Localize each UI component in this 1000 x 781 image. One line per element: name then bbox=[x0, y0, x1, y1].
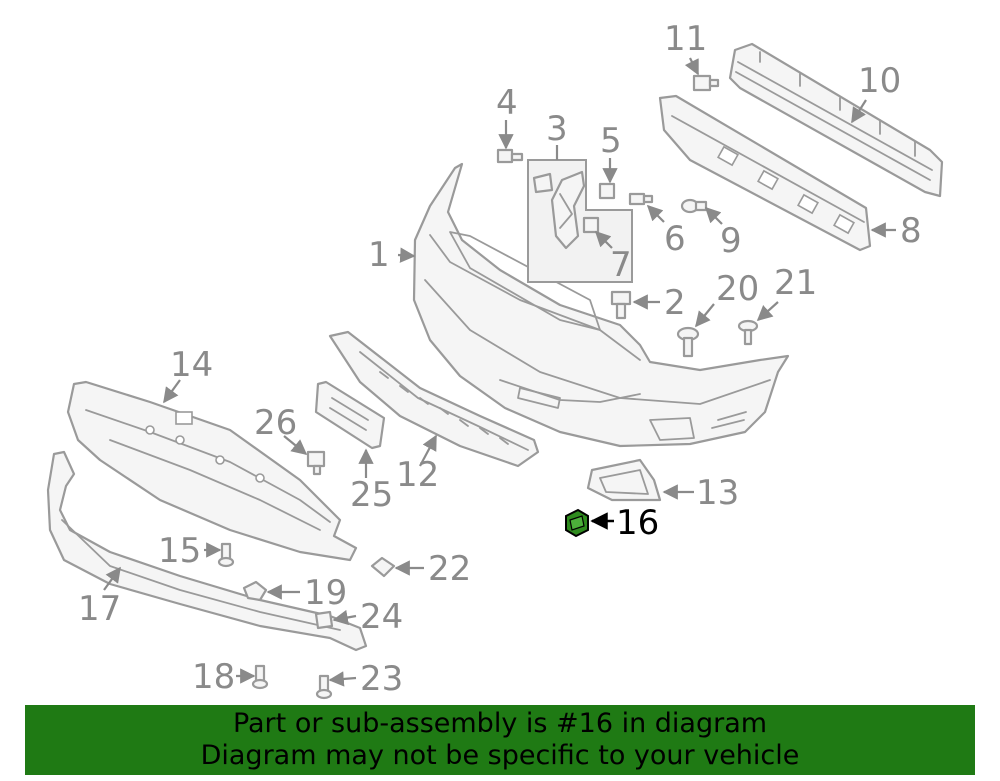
part-14-splash-shield[interactable] bbox=[66, 380, 358, 562]
callout-21: 21 bbox=[774, 263, 817, 303]
callout-11: 11 bbox=[664, 19, 707, 59]
callout-13: 13 bbox=[696, 473, 739, 513]
fastener-26-bolt[interactable] bbox=[306, 450, 326, 476]
callout-17: 17 bbox=[78, 589, 121, 629]
part-16-highlighted-clip[interactable] bbox=[565, 508, 589, 538]
leader-lines bbox=[103, 57, 896, 687]
callout-14: 14 bbox=[170, 345, 213, 385]
callout-12: 12 bbox=[396, 455, 439, 495]
part-8-energy-absorber[interactable] bbox=[658, 94, 872, 252]
callout-15: 15 bbox=[158, 531, 201, 571]
callout-2: 2 bbox=[664, 283, 686, 323]
callout-1: 1 bbox=[368, 235, 390, 275]
fastener-4-screw[interactable] bbox=[496, 148, 524, 164]
part-12-lower-grille[interactable] bbox=[328, 330, 540, 468]
callout-22: 22 bbox=[428, 549, 471, 589]
fastener-5-clip[interactable] bbox=[598, 182, 616, 200]
fastener-2-bolt[interactable] bbox=[610, 290, 632, 320]
callout-10: 10 bbox=[858, 61, 901, 101]
fastener-19-clip[interactable] bbox=[242, 580, 268, 602]
info-banner: Part or sub-assembly is #16 in diagram D… bbox=[25, 705, 975, 775]
callout-26: 26 bbox=[254, 403, 297, 443]
callout-3: 3 bbox=[546, 109, 568, 149]
callout-23: 23 bbox=[360, 659, 403, 699]
callout-25: 25 bbox=[350, 475, 393, 515]
fastener-18-screw[interactable] bbox=[251, 664, 269, 690]
fastener-15-screw[interactable] bbox=[217, 542, 235, 568]
fastener-23-screw[interactable] bbox=[315, 674, 333, 700]
part-1-bumper-cover[interactable] bbox=[412, 162, 790, 448]
fastener-22-nut[interactable] bbox=[370, 556, 396, 578]
fastener-20-pushpin[interactable] bbox=[676, 326, 700, 358]
callout-6: 6 bbox=[664, 219, 686, 259]
fastener-7-nut[interactable] bbox=[582, 216, 600, 234]
callout-8: 8 bbox=[900, 211, 922, 251]
callout-labels: 1 2 3 4 5 6 7 8 9 10 11 12 13 14 15 16 1… bbox=[78, 19, 922, 699]
callout-24: 24 bbox=[360, 597, 403, 637]
banner-line-part-number: Part or sub-assembly is #16 in diagram bbox=[232, 708, 768, 739]
callout-5: 5 bbox=[600, 121, 622, 161]
banner-line-disclaimer: Diagram may not be specific to your vehi… bbox=[200, 740, 800, 771]
fastener-6-screw[interactable] bbox=[628, 192, 654, 206]
callout-9: 9 bbox=[720, 221, 742, 261]
exploded-parts-diagram: 1 2 3 4 5 6 7 8 9 10 11 12 13 14 15 16 1… bbox=[46, 19, 944, 700]
fastener-11-bolt[interactable] bbox=[692, 74, 720, 92]
callout-16-highlighted: 16 bbox=[616, 503, 659, 543]
callout-20: 20 bbox=[716, 269, 759, 309]
fastener-21-pin[interactable] bbox=[737, 319, 759, 346]
fastener-24-nut[interactable] bbox=[314, 610, 334, 630]
fastener-9-pushpin[interactable] bbox=[680, 198, 708, 214]
callout-4: 4 bbox=[496, 83, 518, 123]
part-25-license-bracket[interactable] bbox=[314, 380, 386, 450]
callout-7: 7 bbox=[610, 245, 632, 285]
part-3-bracket-inset[interactable] bbox=[527, 159, 633, 283]
callout-18: 18 bbox=[192, 657, 235, 697]
callout-19: 19 bbox=[304, 573, 347, 613]
part-10-reinforcement-bar[interactable] bbox=[728, 42, 944, 198]
part-17-lower-deflector[interactable] bbox=[46, 450, 368, 652]
part-13-fog-lamp-bezel[interactable] bbox=[586, 458, 662, 502]
